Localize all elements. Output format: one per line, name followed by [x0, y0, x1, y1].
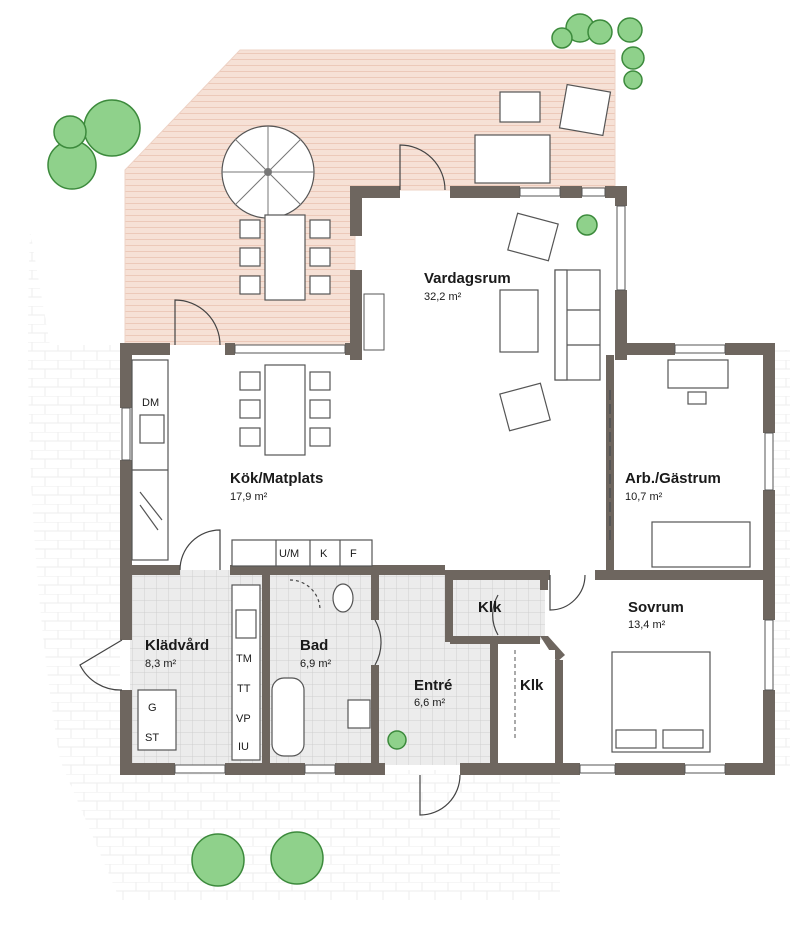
- room-label-vardagsrum: Vardagsrum: [424, 270, 511, 287]
- appliance-k: K: [320, 548, 328, 560]
- fireplace: [363, 293, 385, 351]
- bathtub: [271, 677, 305, 757]
- outdoor-dining-table: [239, 214, 331, 301]
- appliance-g: G: [148, 702, 157, 714]
- wardrobe: [500, 650, 555, 738]
- parasol-icon: [221, 125, 315, 219]
- room-area-arb: 10,7 m²: [625, 491, 663, 503]
- room-label-kladvard: Klädvård: [145, 637, 209, 654]
- appliance-tt: TT: [237, 683, 251, 695]
- room-label-klk2: Klk: [520, 677, 544, 694]
- dining-table: [239, 364, 331, 456]
- laundry-counter: [137, 584, 261, 761]
- armchair-icon: [499, 212, 559, 432]
- room-area-kladvard: 8,3 m²: [145, 658, 177, 670]
- interior-floor: [130, 195, 765, 765]
- doors: [79, 144, 586, 816]
- sink-icon: [347, 699, 371, 729]
- desk-chair: [687, 391, 707, 405]
- room-label-bad: Bad: [300, 637, 328, 654]
- appliance-vp: VP: [236, 713, 251, 725]
- room-label-kok: Kök/Matplats: [230, 470, 323, 487]
- appliance-dm: DM: [142, 397, 159, 409]
- room-area-vardagsrum: 32,2 m²: [424, 291, 462, 303]
- coffee-table: [499, 289, 539, 353]
- desk: [667, 359, 729, 389]
- room-area-entre: 6,6 m²: [414, 697, 446, 709]
- guest-bed: [651, 521, 751, 568]
- kitchen-counter: [131, 359, 169, 561]
- appliance-um: U/M: [279, 548, 299, 560]
- room-area-bad: 6,9 m²: [300, 658, 332, 670]
- appliance-f: F: [350, 548, 357, 560]
- appliance-iu: IU: [238, 741, 249, 753]
- room-area-sovrum: 13,4 m²: [628, 619, 666, 631]
- sofa-icon: [554, 269, 601, 381]
- windows: [121, 187, 774, 774]
- room-label-sovrum: Sovrum: [628, 599, 684, 616]
- room-label-arb: Arb./Gästrum: [625, 470, 721, 487]
- tree-icon: [47, 13, 645, 887]
- appliance-st: ST: [145, 732, 159, 744]
- lower-counter: [231, 539, 373, 567]
- room-label-klk1: Klk: [478, 599, 502, 616]
- double-bed: [611, 651, 711, 753]
- room-label-entre: Entré: [414, 677, 452, 694]
- paving: [28, 230, 790, 900]
- room-area-kok: 17,9 m²: [230, 491, 268, 503]
- appliance-tm: TM: [236, 653, 252, 665]
- outdoor-lounge: [474, 83, 612, 184]
- toilet-icon: [332, 583, 354, 613]
